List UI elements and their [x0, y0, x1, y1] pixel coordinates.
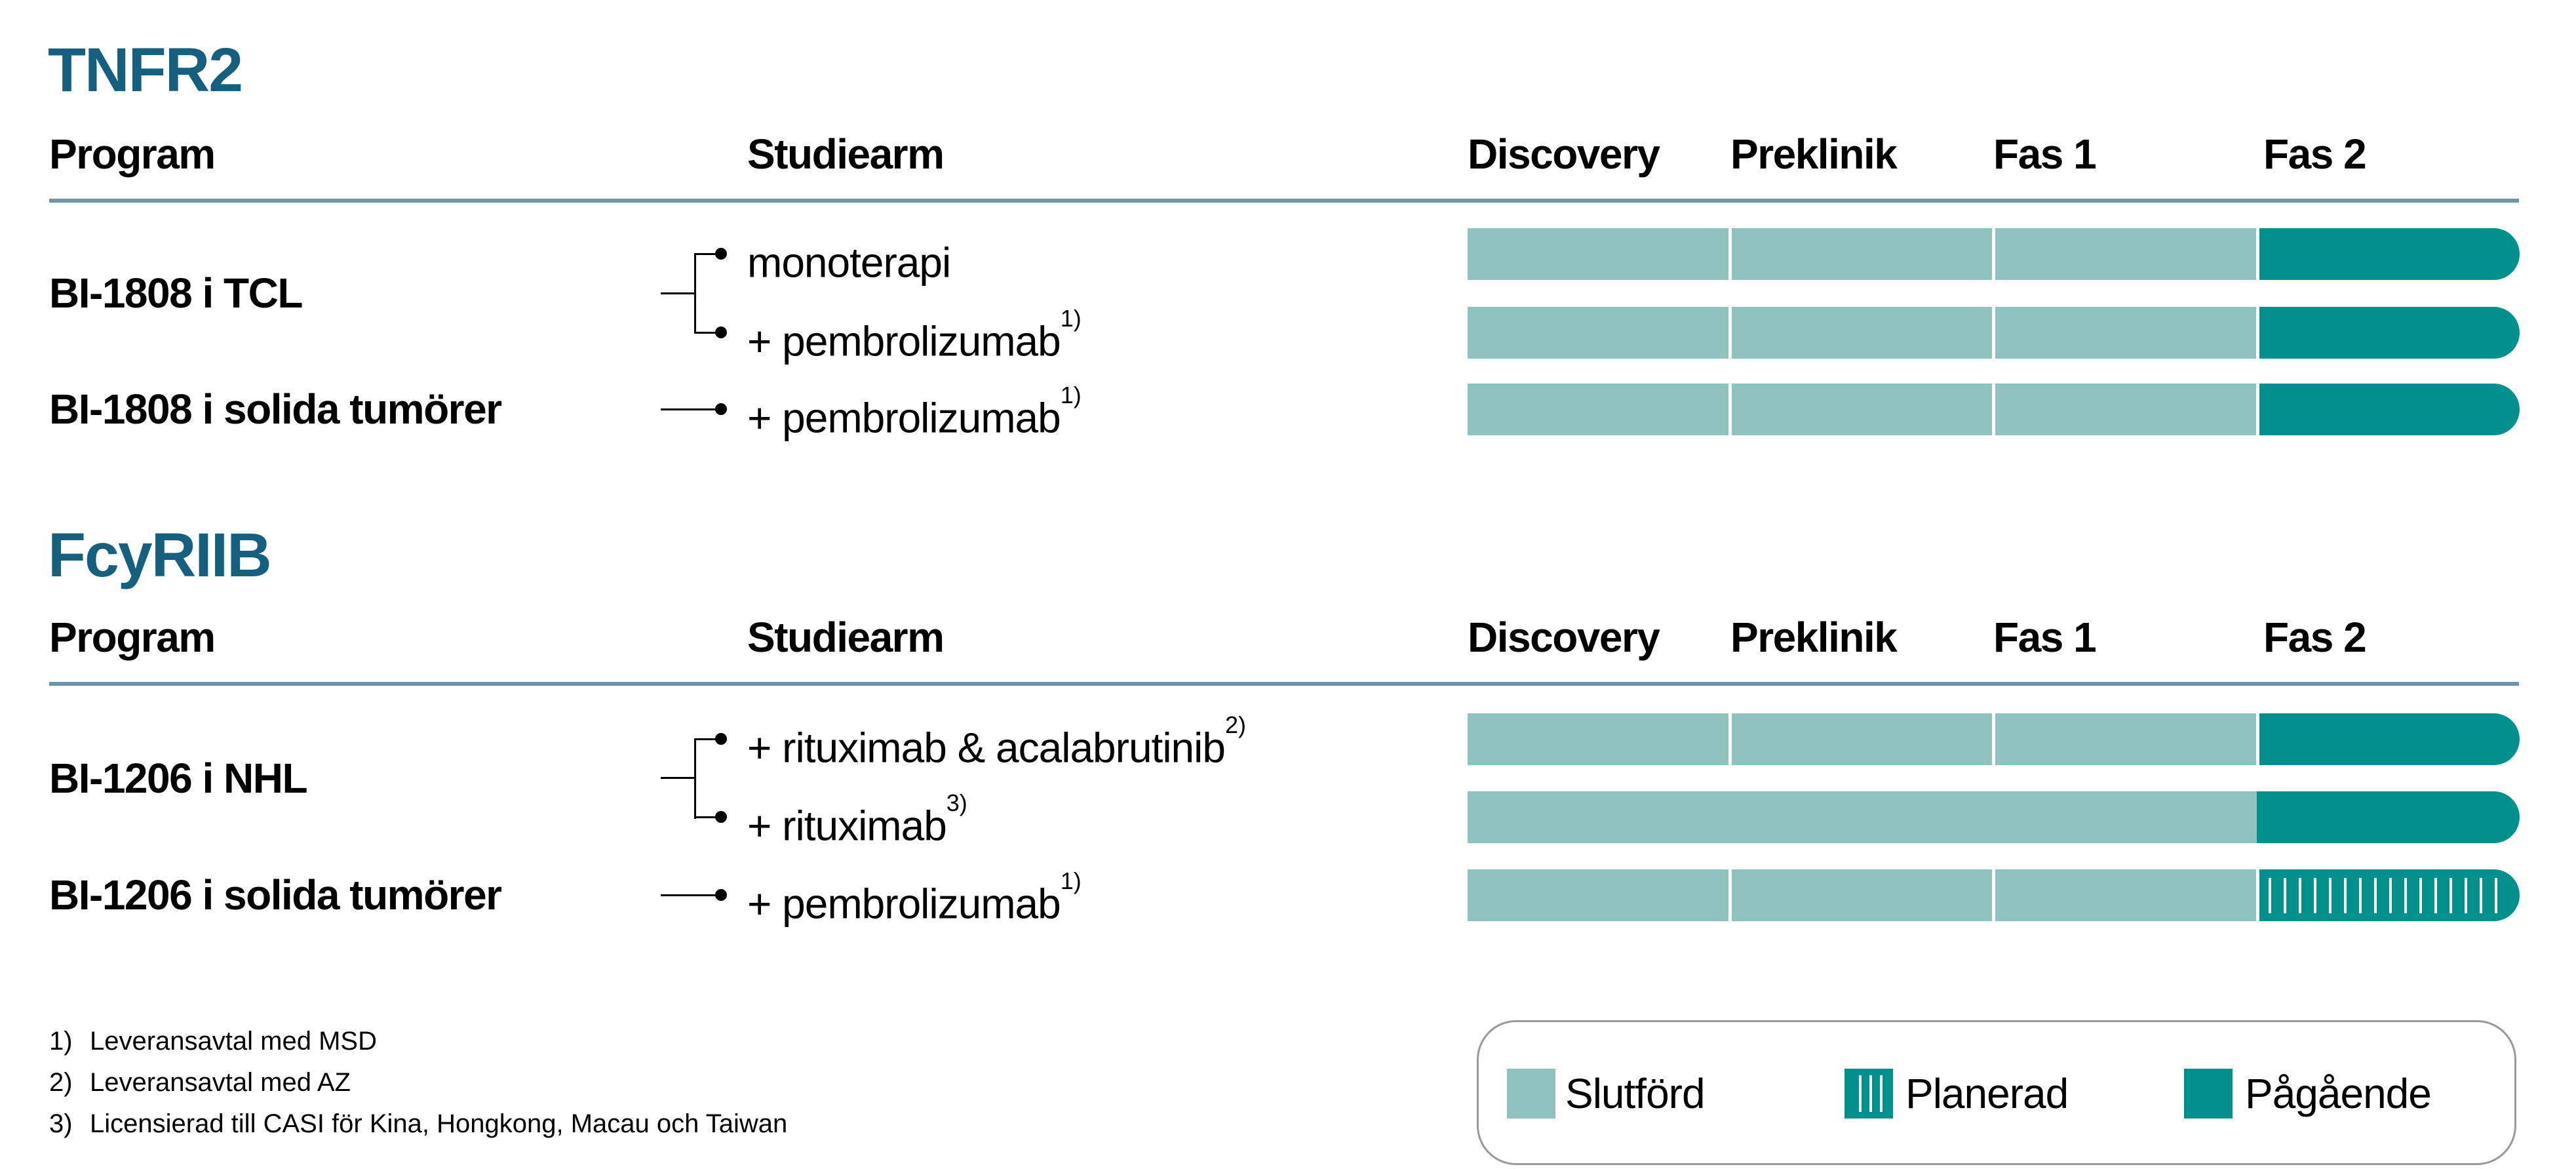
column-header-fas1: Fas 1 [1993, 614, 2097, 661]
phase-segment-ongoing [2256, 791, 2520, 843]
section-title-tnfr2: TNFR2 [48, 35, 243, 105]
section-title-fcyriib: FcyRIIB [48, 521, 272, 590]
phase-segment-completed [1731, 713, 1992, 765]
arm-text: + pembrolizumab [747, 880, 1061, 928]
footnote-3: 3) Licensierad till CASI för Kina, Hongko… [49, 1107, 787, 1141]
connector-dot [715, 811, 727, 823]
phase-segment-completed [1731, 228, 1992, 280]
arm-label-pembrolizumab-solida2: + pembrolizumab1) [747, 867, 1082, 928]
footnote-ref: 2) [1224, 711, 1246, 738]
program-label-bi1808-solida: BI-1808 i solida tumörer [49, 386, 502, 433]
hatch-pattern [2268, 878, 2497, 913]
arm-label-pembrolizumab-solida: + pembrolizumab1) [747, 381, 1082, 442]
phase-segment-planned [2259, 869, 2520, 921]
phase-segment-ongoing [2259, 228, 2520, 280]
connector-line [694, 738, 696, 819]
phase-segment-completed [1468, 228, 1728, 280]
footnote-ref: 1) [1060, 867, 1082, 894]
phase-segment-completed [1995, 228, 2256, 280]
column-header-fas1: Fas 1 [1993, 130, 2097, 178]
phase-segment-completed [1731, 384, 1992, 435]
connector-line [694, 253, 719, 255]
footnote-number: 2) [49, 1068, 73, 1097]
pipeline-bar [1468, 384, 2520, 435]
connector-dot [715, 733, 727, 745]
pipeline-bar [1468, 869, 2520, 921]
connector-line [694, 332, 719, 334]
connector-line [661, 408, 719, 410]
phase-segment-completed [1468, 791, 2257, 843]
arm-label-pembrolizumab-tcl: + pembrolizumab1) [747, 304, 1082, 365]
arm-text: + rituximab & acalabrutinib [747, 724, 1226, 772]
legend-swatch-planned [1844, 1069, 1893, 1119]
phase-segment-completed [1468, 384, 1728, 435]
header-rule [49, 199, 2519, 203]
connector-line [694, 816, 719, 818]
footnote-1: 1) Leveransavtal med MSD [49, 1024, 377, 1058]
footnote-text: Leveransavtal med AZ [90, 1068, 351, 1097]
legend-box: Slutförd Planerad Pågående [1477, 1020, 2516, 1165]
connector-dot [715, 248, 727, 260]
column-header-program: Program [49, 130, 216, 178]
arm-label-rituximab: + rituximab3) [747, 789, 967, 850]
footnote-ref: 3) [946, 789, 967, 816]
pipeline-bar [1468, 791, 2520, 843]
connector-dot [715, 889, 727, 901]
pipeline-bar [1468, 713, 2520, 765]
connector-line [694, 253, 696, 334]
arm-label-monoterapi: monoterapi [747, 228, 951, 286]
program-label-bi1206-solida: BI-1206 i solida tumörer [49, 871, 502, 919]
phase-segment-completed [1995, 384, 2256, 435]
phase-segment-ongoing [2259, 307, 2520, 359]
legend-swatch-ongoing [2184, 1069, 2233, 1119]
footnote-text: Leveransavtal med MSD [90, 1027, 377, 1056]
phase-segment-completed [1995, 307, 2256, 359]
arm-text: + pembrolizumab [747, 317, 1061, 365]
column-header-discovery: Discovery [1468, 130, 1660, 178]
header-rule [49, 682, 2519, 686]
arm-text: + rituximab [747, 802, 947, 850]
pipeline-bar [1468, 307, 2520, 359]
phase-segment-completed [1731, 869, 1992, 921]
connector-line [661, 777, 695, 779]
phase-segment-completed [1731, 307, 1992, 359]
column-header-preklinik: Preklinik [1730, 614, 1898, 661]
pipeline-bar [1468, 228, 2520, 280]
phase-segment-ongoing [2259, 713, 2520, 765]
phase-segment-ongoing [2259, 384, 2520, 435]
legend-label-slutford: Slutförd [1565, 1070, 1706, 1117]
legend-label-pagaende: Pågående [2245, 1070, 2432, 1117]
connector-line [694, 738, 719, 740]
footnote-number: 3) [49, 1109, 73, 1138]
arm-text: + pembrolizumab [747, 394, 1061, 442]
column-header-studiearm: Studiearm [747, 614, 945, 661]
footnote-text: Licensierad till CASI för Kina, Hongkong… [90, 1109, 788, 1138]
connector-dot [715, 403, 727, 415]
column-header-studiearm: Studiearm [747, 130, 945, 178]
legend-swatch-completed [1507, 1069, 1555, 1119]
column-header-discovery: Discovery [1468, 614, 1660, 661]
legend-label-planerad: Planerad [1905, 1070, 2069, 1117]
arm-text: monoterapi [747, 239, 951, 287]
phase-segment-completed [1468, 307, 1728, 359]
arm-label-rituximab-acalabrutinib: + rituximab & acalabrutinib2) [747, 711, 1246, 772]
connector-dot [715, 327, 727, 338]
phase-segment-completed [1468, 869, 1728, 921]
column-header-fas2: Fas 2 [2263, 614, 2367, 661]
column-header-fas2: Fas 2 [2263, 130, 2367, 178]
phase-segment-completed [1468, 713, 1728, 765]
connector-line [661, 894, 719, 896]
connector-line [661, 292, 695, 294]
phase-segment-completed [1995, 869, 2256, 921]
column-header-preklinik: Preklinik [1730, 130, 1898, 178]
program-label-bi1206-nhl: BI-1206 i NHL [49, 755, 308, 802]
footnote-2: 2) Leveransavtal med AZ [49, 1065, 351, 1100]
phase-segment-completed [1995, 713, 2256, 765]
column-header-program: Program [49, 614, 216, 661]
footnote-number: 1) [49, 1027, 73, 1056]
footnote-ref: 1) [1060, 304, 1082, 332]
footnote-ref: 1) [1060, 381, 1082, 408]
program-label-bi1808-tcl: BI-1808 i TCL [49, 269, 303, 317]
hatch-pattern [1851, 1075, 1883, 1112]
